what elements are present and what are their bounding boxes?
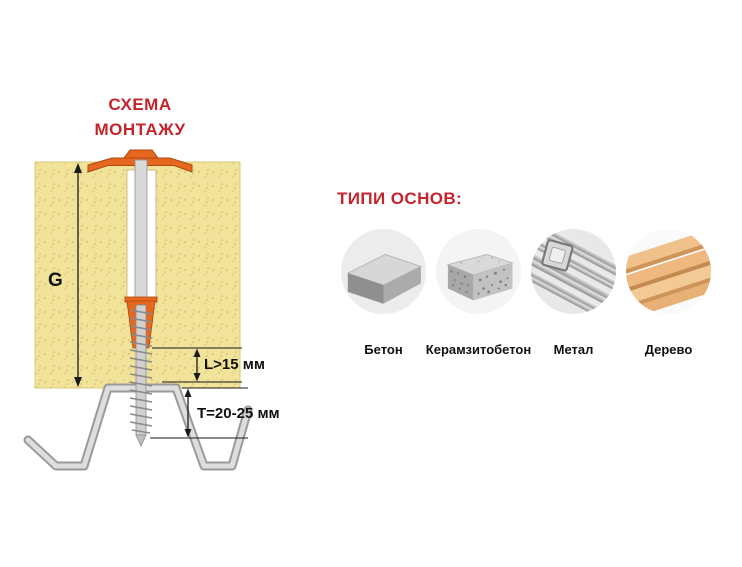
dimension-g-label: G [48, 270, 63, 291]
base-label-claydite: Керамзитобетон [425, 342, 532, 357]
base-item-wood: Дерево [626, 229, 711, 364]
diagram-title: СХЕМА МОНТАЖУ [52, 92, 228, 142]
dimension-g: G [48, 163, 82, 387]
dimension-t-label: T=20-25 мм [197, 405, 280, 422]
base-item-metal: Метал [531, 229, 616, 364]
claydite-icon [436, 229, 521, 314]
base-label-concrete: Бетон [364, 342, 403, 357]
dimension-t: T=20-25 мм [150, 387, 280, 439]
screw-shank [134, 159, 148, 306]
bases-heading: ТИПИ ОСНОВ: [337, 189, 463, 208]
wood-icon [626, 229, 711, 314]
dimension-l-label: L>15 мм [204, 356, 265, 373]
base-label-wood: Дерево [644, 342, 693, 357]
base-label-metal: Метал [553, 342, 594, 357]
mounting-diagram: G L>15 мм T=20-25 мм [23, 149, 280, 471]
dimension-l: L>15 мм [152, 347, 265, 383]
screw-tip [135, 434, 147, 447]
metal-icon [531, 229, 616, 314]
diagram-title-line1: СХЕМА [108, 95, 172, 114]
screw-thread [129, 304, 153, 447]
diagram-title-line2: МОНТАЖУ [94, 120, 186, 139]
concrete-icon [341, 229, 426, 314]
base-item-claydite: Керамзитобетон [426, 229, 531, 364]
base-item-concrete: Бетон [341, 229, 426, 364]
